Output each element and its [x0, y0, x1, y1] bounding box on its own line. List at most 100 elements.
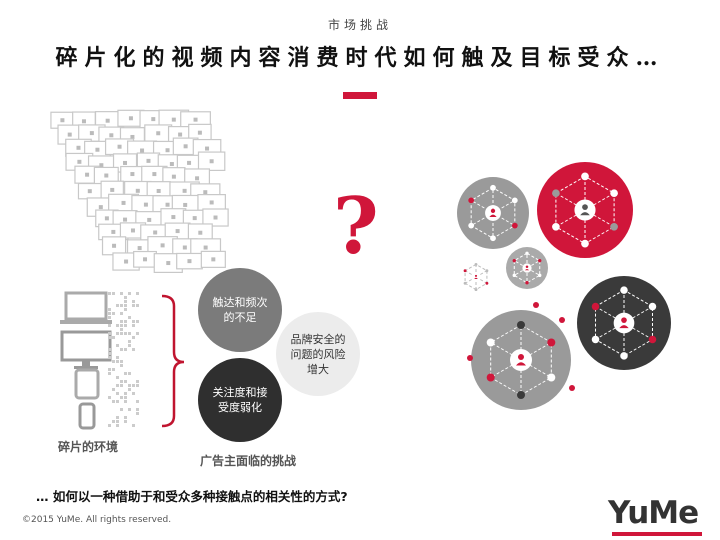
- qr-dot: [116, 416, 119, 419]
- qr-dot: [124, 348, 127, 351]
- screen-icon: [112, 252, 140, 271]
- qr-dot: [132, 304, 135, 307]
- qr-dot: [112, 336, 115, 339]
- yume-logo: YuMe: [608, 495, 699, 531]
- devices-illustration: [60, 291, 139, 430]
- qr-dot: [124, 380, 127, 383]
- qr-dot: [136, 412, 139, 415]
- qr-dot: [116, 344, 119, 347]
- qr-dot: [124, 296, 127, 299]
- qr-dot: [116, 332, 119, 335]
- slide-title: 碎片化的视频内容消费时代如何触及目标受众…: [55, 45, 665, 71]
- cluster-node: [512, 273, 516, 278]
- qr-dot: [120, 408, 123, 411]
- cluster-link: [492, 199, 516, 214]
- qr-pattern: [108, 292, 139, 427]
- qr-dot: [120, 348, 123, 351]
- cluster-node: [620, 352, 628, 360]
- person-icon: [474, 274, 478, 278]
- screen-icon: [117, 109, 145, 127]
- qr-dot: [120, 320, 123, 323]
- logo-underline: [612, 532, 702, 536]
- title-accent-bar: [343, 92, 377, 99]
- qr-dot: [112, 420, 115, 423]
- copyright-text: ©2015 YuMe. All rights reserved.: [22, 515, 172, 525]
- qr-dot: [120, 380, 123, 383]
- qr-dot: [128, 384, 131, 387]
- cluster-node: [610, 222, 618, 231]
- qr-dot: [112, 360, 115, 363]
- qr-dot: [108, 372, 111, 375]
- monitor-icon: [60, 330, 112, 369]
- person-badge: [522, 263, 532, 273]
- network-cluster: [577, 276, 671, 370]
- qr-dot: [112, 312, 115, 315]
- qr-dot: [136, 320, 139, 323]
- challenge-text: 品牌安全的问题的风险增大: [290, 332, 346, 376]
- challenges-label: 广告主面临的挑战: [200, 454, 297, 468]
- qr-dot: [132, 392, 135, 395]
- qr-dot: [136, 304, 139, 307]
- cluster-node: [610, 189, 618, 198]
- cluster-node: [552, 222, 560, 231]
- qr-dot: [132, 320, 135, 323]
- qr-dot: [116, 356, 119, 359]
- accent-dot: [569, 385, 575, 391]
- cluster-node: [468, 197, 475, 204]
- cluster-node: [648, 335, 657, 344]
- qr-dot: [136, 332, 139, 335]
- cluster-node: [648, 302, 657, 311]
- network-cluster: [506, 247, 548, 289]
- person-icon: [580, 212, 590, 216]
- accent-dot: [467, 355, 473, 361]
- qr-dot: [124, 308, 127, 311]
- qr-dot: [108, 324, 111, 327]
- qr-dot: [116, 384, 119, 387]
- network-cluster: [458, 259, 494, 295]
- qr-dot: [120, 312, 123, 315]
- cluster-node: [620, 286, 628, 294]
- screen-icon: [120, 165, 145, 183]
- cluster-node: [474, 262, 478, 266]
- screen-icon: [144, 124, 173, 143]
- tablet-icon: [74, 368, 100, 400]
- challenge-circle-reach: 触达和频次的不足: [198, 268, 282, 352]
- cluster-node: [486, 373, 495, 382]
- screen-wall-illustration: [50, 109, 229, 273]
- cluster-node: [581, 172, 589, 181]
- accent-dot: [533, 302, 539, 308]
- person-icon: [489, 214, 497, 217]
- cluster-node: [552, 189, 560, 198]
- qr-dot: [128, 388, 131, 391]
- challenge-circle-attention: 关注度和接受度弱化: [198, 358, 282, 442]
- qr-dot: [108, 292, 111, 295]
- cluster-node: [463, 269, 467, 273]
- person-icon: [524, 268, 530, 271]
- cluster-node: [525, 251, 529, 255]
- qr-dot: [124, 372, 127, 375]
- cluster-node: [468, 222, 475, 229]
- qr-dot: [108, 356, 111, 359]
- qr-dot: [124, 400, 127, 403]
- qr-dot: [120, 360, 123, 363]
- qr-dot: [136, 400, 139, 403]
- qr-dot: [128, 316, 131, 319]
- qr-dot: [116, 304, 119, 307]
- screen-icon: [197, 151, 226, 172]
- qr-dot: [108, 308, 111, 311]
- cluster-node: [525, 281, 529, 285]
- cluster-node: [517, 321, 525, 329]
- cluster-node: [591, 302, 600, 311]
- cluster-node: [538, 273, 542, 278]
- qr-dot: [108, 312, 111, 315]
- qr-dot: [132, 300, 135, 303]
- cluster-node: [486, 338, 495, 347]
- qr-dot: [128, 340, 131, 343]
- network-cluster: [457, 177, 529, 249]
- qr-dot: [128, 372, 131, 375]
- qr-dot: [124, 392, 127, 395]
- screen-icon: [133, 250, 157, 268]
- person-badge: [485, 205, 501, 221]
- network-cluster: [471, 310, 571, 410]
